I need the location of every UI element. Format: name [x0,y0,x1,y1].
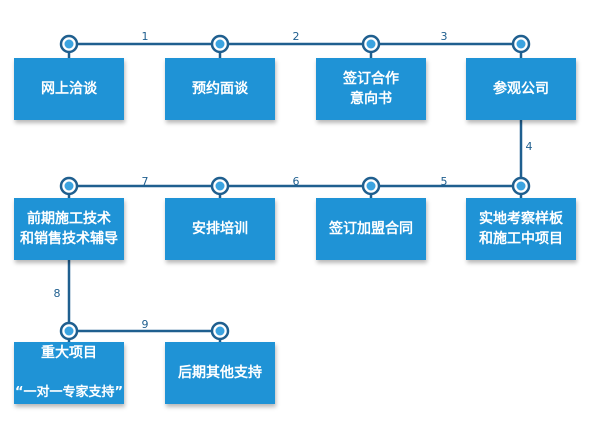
connector-number-6: 6 [292,175,300,188]
step-node-1 [59,34,79,54]
step-box-6: 签订加盟合同 [316,198,426,260]
connector-number-9: 9 [141,318,149,331]
step-box-7: 安排培训 [165,198,275,260]
step-label-4: 参观公司 [493,81,549,97]
step-node-dot-3 [366,39,376,49]
step-label-2: 预约面谈 [192,81,248,97]
connector-number-5: 5 [440,175,448,188]
step-label-1: 网上洽谈 [41,81,97,97]
step-label-6: 签订加盟合同 [329,221,413,237]
step-box-3: 签订合作 意向书 [316,58,426,120]
connector-nodes [59,34,531,341]
step-node-dot-5 [516,181,526,191]
step-box-1: 网上洽谈 [14,58,124,120]
connector-lines [67,42,523,342]
step-node-5 [511,176,531,196]
step-sublabel-9: “一对一专家支持” [14,385,124,400]
step-node-dot-2 [215,39,225,49]
step-node-dot-8 [64,181,74,191]
step-node-dot-1 [64,39,74,49]
step-node-dot-4 [516,39,526,49]
step-node-10 [210,321,230,341]
step-node-dot-7 [215,181,225,191]
connector-number-1: 1 [141,30,149,43]
step-box-4: 参观公司 [466,58,576,120]
step-box-8: 前期施工技术 和销售技术辅导 [14,198,124,260]
step-box-10: 后期其他支持 [165,342,275,404]
step-node-2 [210,34,230,54]
connector-number-4: 4 [525,140,533,153]
step-box-9: 重大项目 “一对一专家支持” [14,342,124,404]
step-label-9: 重大项目 [41,345,97,361]
step-node-9 [59,321,79,341]
step-node-dot-6 [366,181,376,191]
connector-number-3: 3 [440,30,448,43]
connector-number-7: 7 [141,175,149,188]
step-label-8: 前期施工技术 和销售技术辅导 [20,211,118,247]
connector-number-8: 8 [53,287,61,300]
step-node-8 [59,176,79,196]
step-label-3: 签订合作 意向书 [343,71,399,107]
step-node-4 [511,34,531,54]
step-node-7 [210,176,230,196]
step-node-dot-10 [215,326,225,336]
step-box-5: 实地考察样板 和施工中项目 [466,198,576,260]
connector-number-2: 2 [292,30,300,43]
step-label-10: 后期其他支持 [178,365,262,381]
step-label-7: 安排培训 [192,221,248,237]
step-label-5: 实地考察样板 和施工中项目 [479,211,563,247]
step-box-2: 预约面谈 [165,58,275,120]
step-node-dot-9 [64,326,74,336]
step-node-3 [361,34,381,54]
step-node-6 [361,176,381,196]
